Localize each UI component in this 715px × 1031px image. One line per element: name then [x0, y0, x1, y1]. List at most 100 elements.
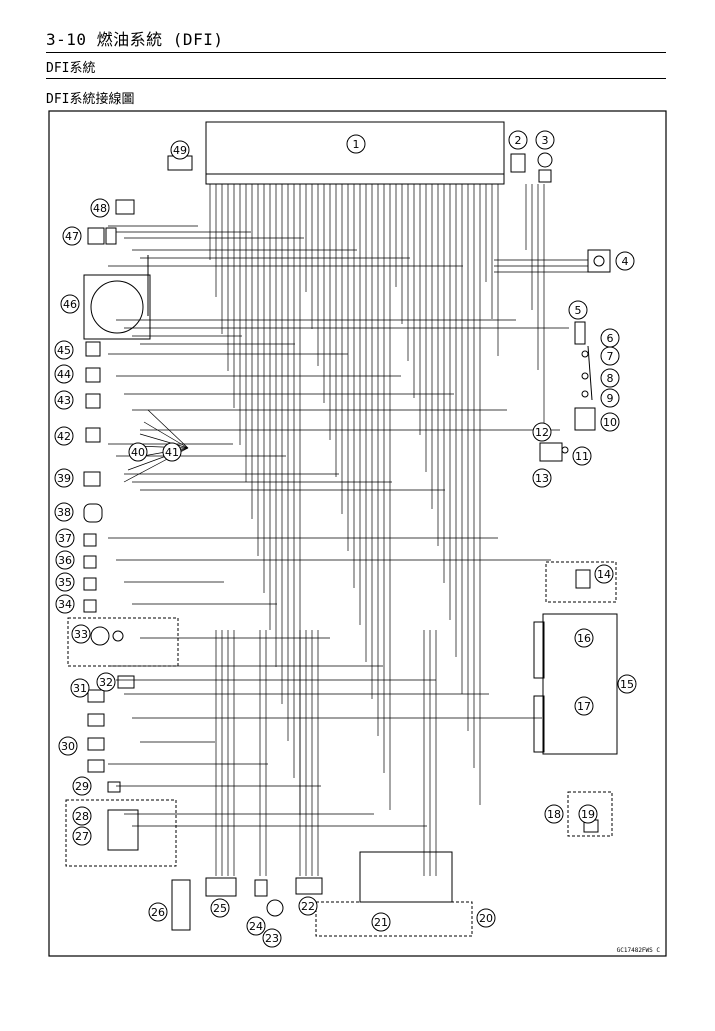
header-rule-top — [46, 52, 666, 53]
callout-6: 6 — [600, 328, 620, 348]
module-14 — [545, 561, 617, 603]
callout-45-label: 45 — [57, 344, 71, 357]
callout-20-label: 20 — [479, 912, 493, 925]
callout-31-label: 31 — [73, 682, 87, 695]
callout-30: 30 — [58, 736, 78, 756]
junction-wire — [143, 421, 189, 449]
callout-48: 48 — [90, 198, 110, 218]
callout-15-label: 15 — [620, 678, 634, 691]
ecu-connector — [205, 121, 505, 185]
callout-22: 22 — [298, 896, 318, 916]
callout-23-label: 23 — [265, 932, 279, 945]
callout-34: 34 — [55, 594, 75, 614]
sensor-4 — [587, 249, 611, 273]
callout-8-label: 8 — [607, 372, 614, 385]
callout-3-label: 3 — [542, 134, 549, 147]
callout-25: 25 — [210, 898, 230, 918]
callout-33: 33 — [71, 624, 91, 644]
callout-27-label: 27 — [75, 830, 89, 843]
callout-4: 4 — [615, 251, 635, 271]
callout-35: 35 — [55, 572, 75, 592]
callout-44: 44 — [54, 364, 74, 384]
callout-37-label: 37 — [58, 532, 72, 545]
callout-31: 31 — [70, 678, 90, 698]
callout-12: 12 — [532, 422, 552, 442]
callout-26: 26 — [148, 902, 168, 922]
callout-12-label: 12 — [535, 426, 549, 439]
sensor-23-24 — [254, 879, 284, 917]
callout-15: 15 — [617, 674, 637, 694]
callout-48-label: 48 — [93, 202, 107, 215]
callout-24: 24 — [246, 916, 266, 936]
callout-40-label: 40 — [131, 446, 145, 459]
callout-41-label: 41 — [165, 446, 179, 459]
callout-21-label: 21 — [374, 916, 388, 929]
connector-42-45 — [85, 341, 101, 443]
section-title: DFI系統接線圖 — [46, 92, 135, 107]
callout-11-label: 11 — [575, 450, 589, 463]
callout-18: 18 — [544, 804, 564, 824]
connector-25 — [205, 877, 237, 897]
callout-16-label: 16 — [577, 632, 591, 645]
callout-46-label: 46 — [63, 298, 77, 311]
callout-4-label: 4 — [622, 255, 629, 268]
connector-22 — [295, 877, 323, 895]
callout-29-label: 29 — [75, 780, 89, 793]
diagram-frame — [48, 110, 667, 957]
connector-26 — [171, 879, 191, 931]
page-subtitle: DFI系統 — [46, 61, 96, 76]
callout-16: 16 — [574, 628, 594, 648]
callout-18-label: 18 — [547, 808, 561, 821]
callout-42-label: 42 — [57, 430, 71, 443]
callout-35-label: 35 — [58, 576, 72, 589]
callout-47: 47 — [62, 226, 82, 246]
callout-39-label: 39 — [57, 472, 71, 485]
callout-1: 1 — [346, 134, 366, 154]
relay-10 — [574, 407, 596, 431]
callout-28-label: 28 — [75, 810, 89, 823]
wire-bundle — [108, 184, 588, 876]
callout-10: 10 — [600, 412, 620, 432]
callout-7-label: 7 — [607, 350, 614, 363]
callout-40: 40 — [128, 442, 148, 462]
connector-38-39 — [83, 471, 103, 523]
relay-11 — [539, 442, 569, 462]
callout-29: 29 — [72, 776, 92, 796]
callout-34-label: 34 — [58, 598, 72, 611]
callout-43: 43 — [54, 390, 74, 410]
page-title: 3-10 燃油系統 (DFI) — [46, 30, 224, 49]
connector-32 — [117, 675, 135, 689]
callout-41: 41 — [162, 442, 182, 462]
callout-6-label: 6 — [607, 332, 614, 345]
connector-29 — [107, 781, 121, 793]
figure-code: GC17482FWS C — [617, 947, 661, 954]
sensor-33 — [67, 617, 179, 667]
connector-5 — [574, 321, 586, 345]
callout-17: 17 — [574, 696, 594, 716]
callout-8: 8 — [600, 368, 620, 388]
callout-25-label: 25 — [213, 902, 227, 915]
callout-30-label: 30 — [61, 740, 75, 753]
sensor-3 — [537, 152, 553, 183]
callout-13-label: 13 — [535, 472, 549, 485]
header-rule-bottom — [46, 78, 666, 79]
callout-23: 23 — [262, 928, 282, 948]
callout-44-label: 44 — [57, 368, 71, 381]
callout-47-label: 47 — [65, 230, 79, 243]
callout-38-label: 38 — [57, 506, 71, 519]
callout-27: 27 — [72, 826, 92, 846]
callout-21: 21 — [371, 912, 391, 932]
callout-22-label: 22 — [301, 900, 315, 913]
callout-19: 19 — [578, 804, 598, 824]
callout-36: 36 — [55, 550, 75, 570]
callout-13: 13 — [532, 468, 552, 488]
connector-48 — [115, 199, 135, 215]
callout-45: 45 — [54, 340, 74, 360]
callout-17-label: 17 — [577, 700, 591, 713]
callout-32-label: 32 — [99, 676, 113, 689]
module-15 — [533, 613, 618, 755]
meter-46 — [83, 255, 151, 340]
ground-terminals — [581, 345, 593, 401]
callout-43-label: 43 — [57, 394, 71, 407]
